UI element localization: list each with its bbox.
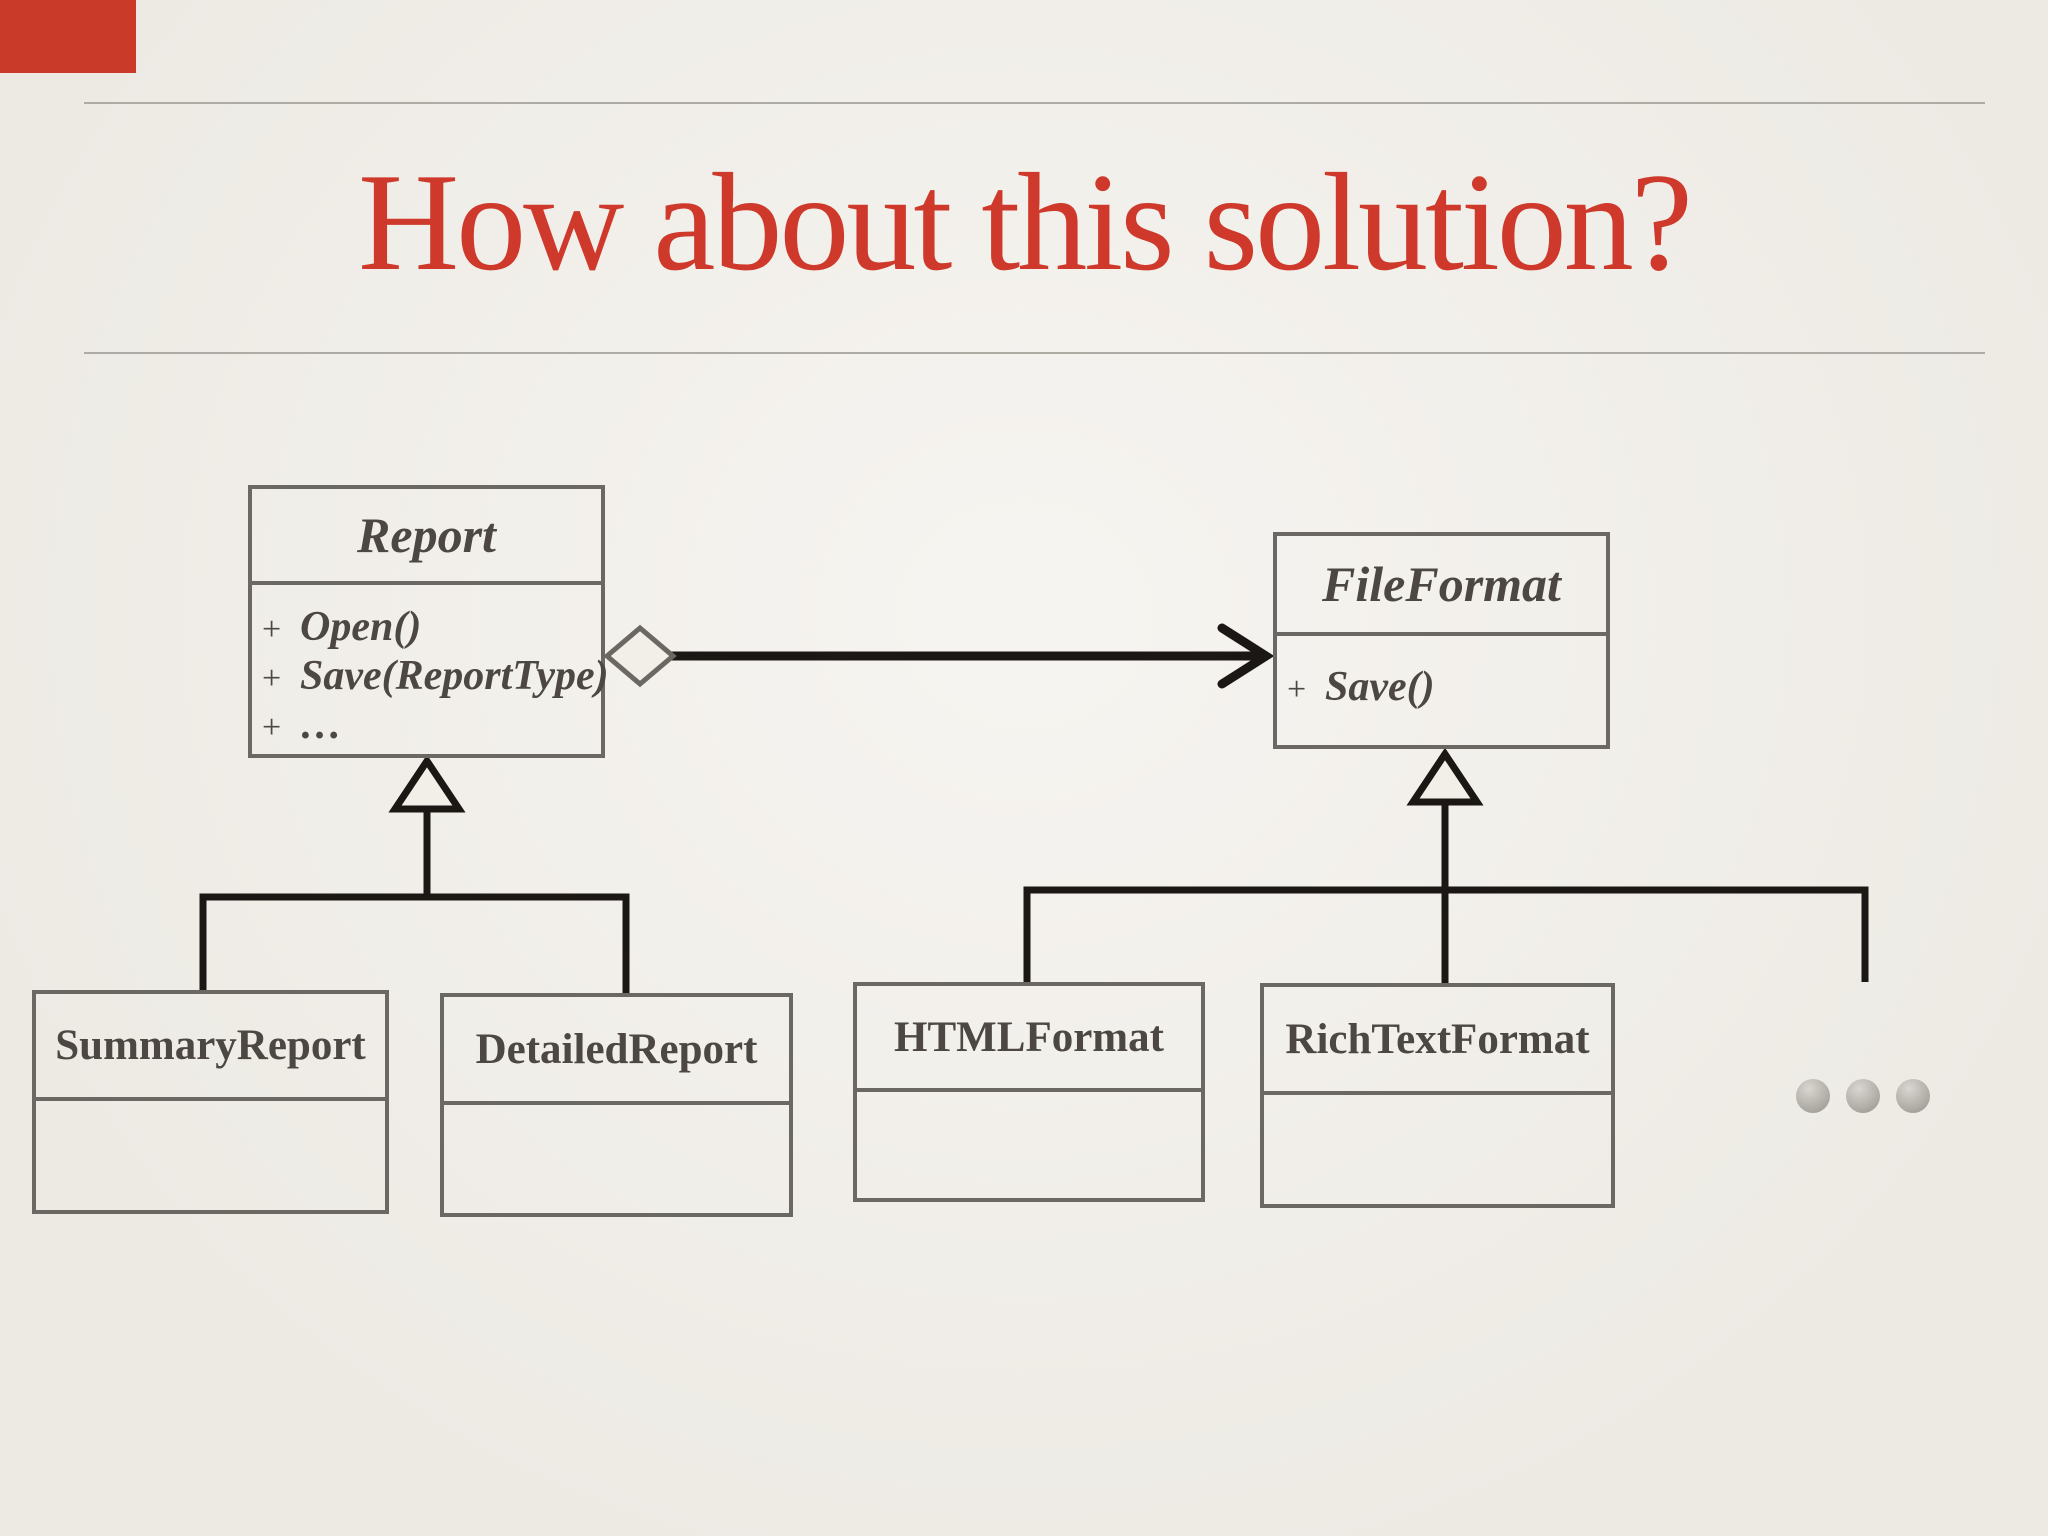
- uml-class-summaryreport: SummaryReport: [32, 990, 389, 1214]
- method-signature: …: [300, 702, 342, 748]
- top-divider-line: [84, 102, 1985, 104]
- uml-class-fileformat: FileFormat + Save(): [1273, 532, 1610, 749]
- uml-class-detailedreport: DetailedReport: [440, 993, 793, 1217]
- method-signature: Save(): [1325, 664, 1435, 710]
- uml-class-richtextformat: RichTextFormat: [1260, 983, 1615, 1208]
- fileformat-children-connector: [1023, 886, 1869, 982]
- uml-class-fileformat-name: FileFormat: [1277, 536, 1606, 636]
- uml-method: + Save(): [1287, 664, 1606, 713]
- method-visibility: +: [262, 660, 282, 697]
- report-children-connector: [199, 893, 630, 993]
- method-visibility: +: [1287, 671, 1307, 708]
- report-inheritance-triangle-icon: [388, 754, 466, 813]
- title-bottom-divider-line: [84, 352, 1985, 354]
- corner-accent: [0, 0, 136, 73]
- method-signature: Open(): [300, 604, 422, 650]
- method-visibility: +: [262, 611, 282, 648]
- uml-method: +…: [262, 702, 601, 751]
- fileformat-inheritance-triangle-icon: [1406, 747, 1484, 806]
- aggregation-diamond-icon: [603, 624, 677, 688]
- uml-method: + Save(ReportType): [262, 653, 609, 702]
- slide-title: How about this solution?: [358, 145, 1693, 300]
- uml-class-richtextformat-name: RichTextFormat: [1264, 987, 1611, 1095]
- uml-method: + Open(): [262, 604, 601, 653]
- method-signature: Save(ReportType): [300, 653, 609, 699]
- method-visibility: +: [262, 709, 282, 746]
- uml-class-detailedreport-name: DetailedReport: [444, 997, 789, 1105]
- ellipsis-dot-icon: [1846, 1079, 1880, 1113]
- uml-class-report: Report +Open() +Save(ReportType) +…: [248, 485, 609, 758]
- uml-class-report-name: Report: [252, 489, 601, 585]
- uml-class-summaryreport-name: SummaryReport: [36, 994, 385, 1101]
- uml-class-report-methods: +Open() +Save(ReportType) +…: [252, 585, 609, 751]
- ellipsis-dot-icon: [1796, 1079, 1830, 1113]
- uml-class-htmlformat-name: HTMLFormat: [857, 986, 1201, 1092]
- ellipsis-dot-icon: [1896, 1079, 1930, 1113]
- uml-class-htmlformat: HTMLFormat: [853, 982, 1205, 1202]
- open-arrowhead-icon: [1217, 623, 1275, 689]
- uml-class-fileformat-methods: + Save(): [1277, 636, 1606, 713]
